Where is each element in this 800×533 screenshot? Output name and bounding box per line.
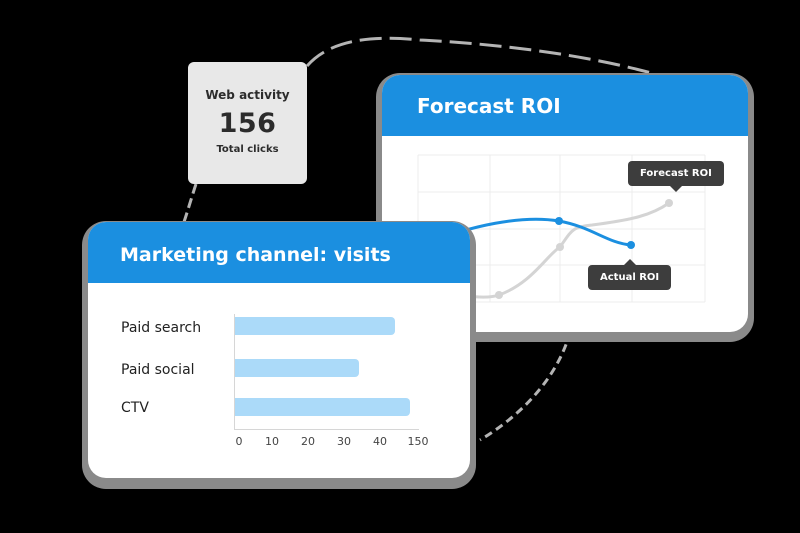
web-activity-title: Web activity: [205, 88, 290, 102]
actual-point: [555, 217, 563, 225]
bar-paid-social: [235, 359, 359, 377]
bar-paid-search: [235, 317, 395, 335]
forecast-point: [665, 199, 673, 207]
forecast-point: [495, 291, 503, 299]
web-activity-card: Web activity 156 Total clicks: [188, 62, 307, 184]
bar-chart-y-axis: [234, 314, 235, 430]
bar-label-paid-search: Paid search: [121, 320, 202, 336]
actual-roi-tooltip: Actual ROI: [588, 259, 672, 290]
bar-ctv: [235, 398, 410, 416]
forecast-point: [556, 243, 564, 251]
x-tick: 30: [337, 435, 351, 448]
actual-point: [627, 241, 635, 249]
x-tick: 150: [407, 435, 429, 448]
web-activity-value: 156: [218, 108, 277, 139]
bar-label-paid-social: Paid social: [121, 362, 195, 378]
x-tick: 10: [265, 435, 279, 448]
x-tick: 40: [373, 435, 387, 448]
forecast-roi-title: Forecast ROI: [382, 75, 748, 136]
marketing-channel-card: Marketing channel: visits Paid search Pa…: [88, 222, 470, 478]
bar-chart-x-axis: [234, 429, 419, 430]
x-tick: 0: [235, 435, 243, 448]
marketing-channel-title: Marketing channel: visits: [88, 222, 470, 283]
web-activity-subtitle: Total clicks: [216, 144, 279, 155]
bar-label-ctv: CTV: [121, 400, 149, 416]
forecast-roi-tooltip: Forecast ROI: [628, 161, 724, 192]
x-tick: 20: [301, 435, 315, 448]
